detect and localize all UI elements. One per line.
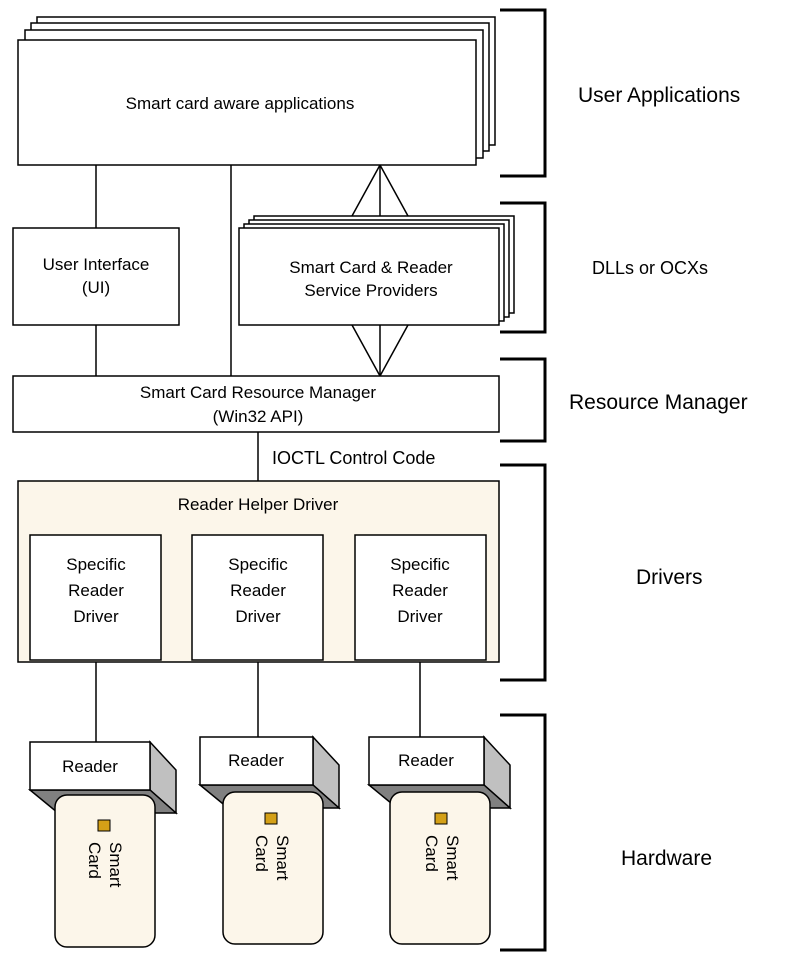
ui-label-line2: (UI) xyxy=(82,278,110,297)
smart-card-chip-2 xyxy=(264,812,278,825)
service-providers-stack: Smart Card & Reader Service Providers xyxy=(238,215,515,326)
layer-label-hardware: Hardware xyxy=(621,847,712,870)
specific-driver-3: Specific Reader Driver xyxy=(354,534,487,661)
driver1-line2: Reader xyxy=(68,581,124,600)
driver2-line2: Reader xyxy=(230,581,286,600)
connectors xyxy=(95,164,421,742)
smart-card-2-line1: Smart xyxy=(273,835,292,881)
smart-card-apps-box xyxy=(17,39,477,166)
sp-label-line1: Smart Card & Reader xyxy=(289,258,453,277)
ui-label-line1: User Interface xyxy=(43,255,150,274)
reader-1-face xyxy=(29,741,151,791)
service-providers-box xyxy=(238,227,500,326)
smart-card-1-line1: Smart xyxy=(106,842,125,888)
reader-3-face xyxy=(368,736,485,786)
smart-card-apps-label: Smart card aware applications xyxy=(126,94,355,113)
driver3-line1: Specific xyxy=(390,555,450,574)
smart-card-3-line1: Smart xyxy=(443,835,462,881)
driver2-line1: Specific xyxy=(228,555,288,574)
bracket-drivers xyxy=(500,463,547,682)
layer-brackets xyxy=(500,8,547,952)
user-interface-box xyxy=(12,227,180,326)
smart-card-chip-3 xyxy=(434,812,448,825)
layer-label-dlls: DLLs or OCXs xyxy=(592,258,708,278)
ioctl-label: IOCTL Control Code xyxy=(272,448,435,468)
smart-card-2-line2: Card xyxy=(252,835,271,872)
driver3-line3: Driver xyxy=(397,607,443,626)
specific-driver-1: Specific Reader Driver xyxy=(29,534,162,661)
fan-top-right xyxy=(379,164,409,217)
rm-label-line2: (Win32 API) xyxy=(213,407,304,426)
specific-driver-box-1 xyxy=(29,534,162,661)
driver3-line2: Reader xyxy=(392,581,448,600)
reader-1: Reader Smart Card xyxy=(27,740,178,948)
smart-card-1-text: Smart Card xyxy=(85,842,125,888)
layer-labels: User Applications DLLs or OCXs Resource … xyxy=(569,84,748,870)
specific-driver-box-3 xyxy=(354,534,487,661)
bracket-resource-manager xyxy=(500,357,547,443)
driver1-line3: Driver xyxy=(73,607,119,626)
rm-label-line1: Smart Card Resource Manager xyxy=(140,383,377,402)
reader-3: Reader Smart Card xyxy=(366,735,512,945)
reader-2: Reader Smart Card xyxy=(197,735,341,945)
driver1-line1: Specific xyxy=(66,555,126,574)
specific-driver-2: Specific Reader Driver xyxy=(191,534,324,661)
fan-top-left xyxy=(351,164,381,217)
specific-driver-box-2 xyxy=(191,534,324,661)
layer-label-user-applications: User Applications xyxy=(578,84,740,107)
reader-2-label: Reader xyxy=(228,751,284,770)
smart-card-1-line2: Card xyxy=(85,842,104,879)
smart-card-3-text: Smart Card xyxy=(422,835,462,881)
fan-bottom-right xyxy=(379,324,409,377)
bracket-hardware xyxy=(500,713,547,952)
resource-manager-box xyxy=(12,375,500,433)
smart-card-3-line2: Card xyxy=(422,835,441,872)
layer-label-resource-manager: Resource Manager xyxy=(569,391,748,414)
smart-card-chip-1 xyxy=(97,819,111,832)
reader-2-face xyxy=(199,736,314,786)
bracket-dlls xyxy=(500,201,547,334)
sp-label-line2: Service Providers xyxy=(304,281,437,300)
smart-card-2-text: Smart Card xyxy=(252,835,292,881)
user-interface-box-group: User Interface (UI) xyxy=(12,227,180,326)
fan-bottom-left xyxy=(351,324,381,377)
reader-1-label: Reader xyxy=(62,757,118,776)
smart-card-1 xyxy=(54,794,156,948)
helper-driver-title: Reader Helper Driver xyxy=(178,495,339,514)
smart-card-3 xyxy=(389,791,491,945)
driver2-line3: Driver xyxy=(235,607,281,626)
bracket-user-applications xyxy=(500,8,547,178)
resource-manager-box-group: Smart Card Resource Manager (Win32 API) xyxy=(12,375,500,433)
reader-helper-driver-group: Reader Helper Driver Specific Reader Dri… xyxy=(17,480,500,663)
layer-label-drivers: Drivers xyxy=(636,566,703,589)
smart-card-2 xyxy=(222,791,324,945)
app-stack: Smart card aware applications xyxy=(17,16,496,166)
reader-3-label: Reader xyxy=(398,751,454,770)
